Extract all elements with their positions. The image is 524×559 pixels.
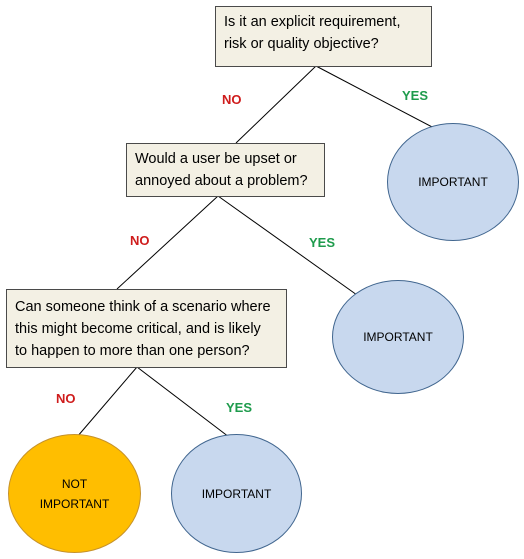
question-3-line-2: this might become critical, and is likel… xyxy=(15,321,261,337)
question-1-line-2: risk or quality objective? xyxy=(224,36,379,52)
branch-label-q3-yes: YES xyxy=(226,400,253,415)
outcome-q3-no-not-important: NOT IMPORTANT xyxy=(8,434,141,553)
outcome-q1-yes-important: IMPORTANT xyxy=(387,123,519,241)
connector-q3-no xyxy=(76,366,138,438)
outcome-q3-no-label-line-1: NOT xyxy=(61,476,88,491)
connector-q3-yes xyxy=(136,366,230,438)
question-box-3: Can someone think of a scenario where th… xyxy=(6,289,287,368)
question-1-line-1: Is it an explicit requirement, xyxy=(224,14,401,30)
outcome-q1-yes-label: IMPORTANT xyxy=(418,175,488,189)
connector-q2-yes xyxy=(217,195,358,296)
branch-label-q2-yes: YES xyxy=(309,235,336,250)
connector-q2-no xyxy=(116,195,219,290)
branch-label-q2-no: NO xyxy=(130,233,150,248)
connector-q1-no xyxy=(235,65,317,144)
question-2-line-2: annoyed about a problem? xyxy=(135,173,308,189)
question-box-1: Is it an explicit requirement, risk or q… xyxy=(215,6,432,67)
outcome-q3-yes-label: IMPORTANT xyxy=(201,486,272,501)
outcome-q3-no-label-line-2: IMPORTANT xyxy=(39,496,110,511)
outcome-q3-yes-important: IMPORTANT xyxy=(171,434,302,553)
branch-label-q3-no: NO xyxy=(56,391,76,406)
connector-q1-yes xyxy=(315,65,435,129)
question-2-line-1: Would a user be upset or xyxy=(135,151,297,167)
branch-label-q1-yes: YES xyxy=(402,88,429,103)
question-3-line-1: Can someone think of a scenario where xyxy=(15,299,271,315)
question-box-2: Would a user be upset or annoyed about a… xyxy=(126,143,325,197)
question-3-line-3: to happen to more than one person? xyxy=(15,343,250,359)
outcome-q2-yes-important: IMPORTANT xyxy=(332,280,464,394)
branch-label-q1-no: NO xyxy=(222,92,242,107)
outcome-q2-yes-label: IMPORTANT xyxy=(363,330,433,344)
